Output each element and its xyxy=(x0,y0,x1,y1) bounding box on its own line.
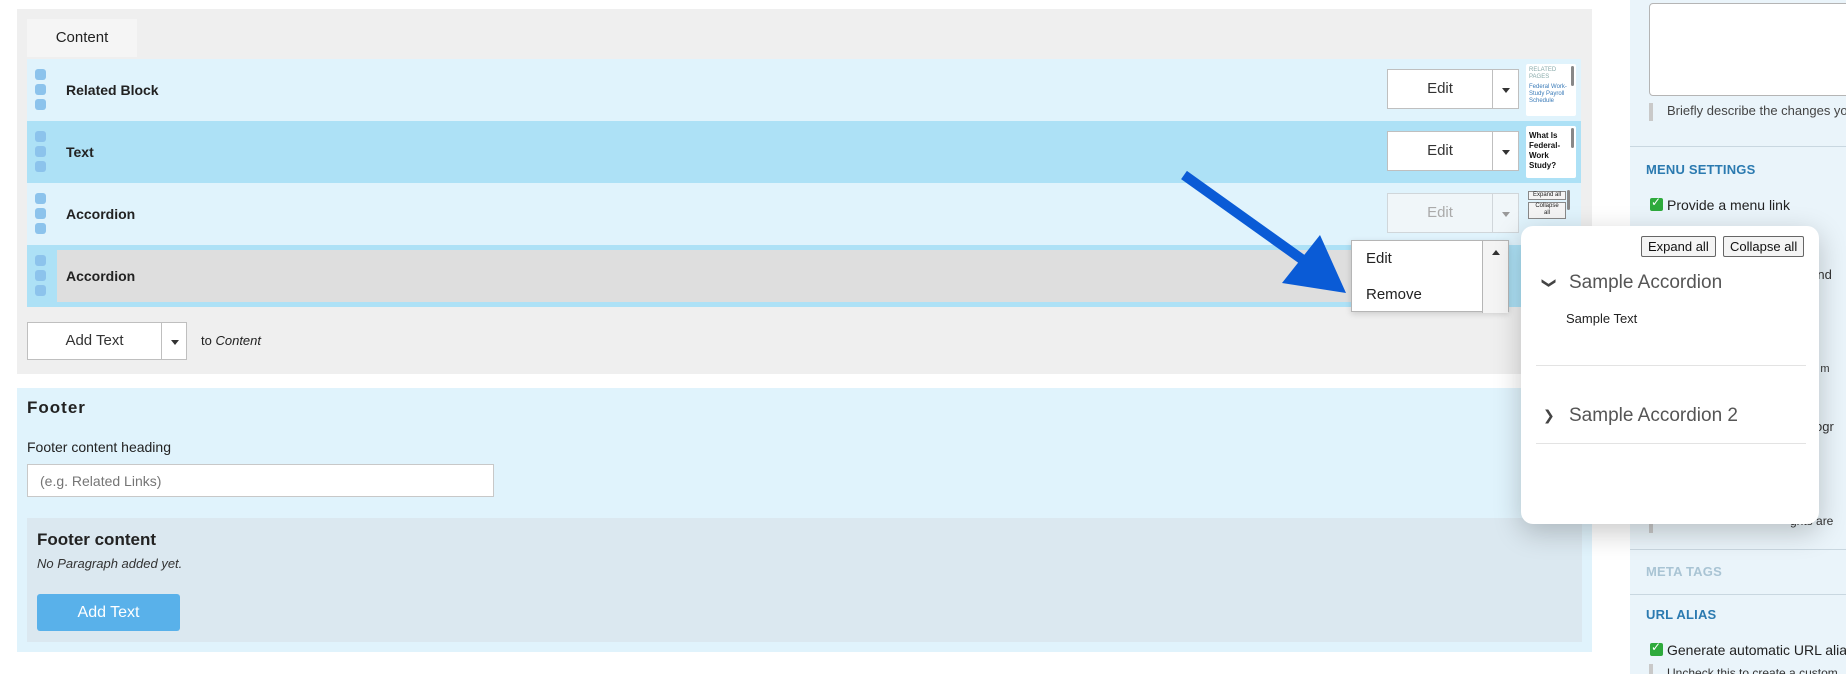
annotation-arrow-icon xyxy=(1181,170,1346,293)
paragraph-row-related-block: Related Block Edit RELATED PAGES Federal… xyxy=(27,59,1581,121)
chevron-up-icon[interactable] xyxy=(1482,241,1508,313)
thumb-collapse-button: Collapse all xyxy=(1528,202,1566,219)
help-bar xyxy=(1649,515,1653,533)
expand-all-button[interactable]: Expand all xyxy=(1641,236,1716,257)
footer-add-text-button[interactable]: Add Text xyxy=(37,594,180,631)
alias-help-text: Uncheck this to create a custom xyxy=(1649,664,1838,674)
url-alias-heading[interactable]: URL ALIAS xyxy=(1646,607,1717,622)
thumb-text: Federal Work- xyxy=(1529,84,1567,90)
divider xyxy=(1630,594,1846,595)
divider xyxy=(1630,549,1846,550)
drag-handle-icon[interactable] xyxy=(35,255,47,297)
thumb-scrollbar xyxy=(1571,128,1574,148)
drag-handle-icon[interactable] xyxy=(35,69,47,111)
thumb-expand-button: Expand all xyxy=(1528,191,1566,200)
provide-menu-link-checkbox[interactable]: Provide a menu link xyxy=(1650,195,1790,213)
edit-dropdown: Edit xyxy=(1387,193,1519,233)
revision-help-text: Briefly describe the changes you xyxy=(1649,103,1846,121)
row-highlight xyxy=(57,250,1387,302)
paragraph-row-accordion: Accordion Edit Expand all Collapse all xyxy=(27,183,1581,245)
thumb-text: all xyxy=(1543,210,1550,216)
thumb-text: Collapse xyxy=(1535,203,1559,209)
footer-content-box: Footer content No Paragraph added yet. A… xyxy=(27,518,1582,642)
add-text-button[interactable]: Add Text xyxy=(27,322,162,360)
paragraph-type-label: Text xyxy=(66,144,94,160)
checkbox-label: Provide a menu link xyxy=(1667,197,1790,213)
chevron-down-icon[interactable]: ❯ xyxy=(1540,277,1557,289)
drag-handle-icon[interactable] xyxy=(35,131,47,173)
add-target-label: to Content xyxy=(201,322,261,360)
edit-dropdown-menu: Edit Remove xyxy=(1351,240,1509,313)
edit-button[interactable]: Edit xyxy=(1387,131,1493,171)
thumb-text: Federal- xyxy=(1529,141,1561,150)
accordion-item-title[interactable]: Sample Accordion xyxy=(1569,272,1723,293)
menu-settings-heading[interactable]: MENU SETTINGS xyxy=(1646,162,1756,177)
preview-thumbnail-related: RELATED PAGES Federal Work- Study Payrol… xyxy=(1526,64,1576,116)
divider xyxy=(1536,443,1806,444)
thumb-text: What Is xyxy=(1529,131,1558,140)
footer-content-title: Footer content xyxy=(37,530,156,549)
checkbox-label: Generate automatic URL alia xyxy=(1667,642,1846,658)
divider xyxy=(1536,365,1806,366)
preview-thumbnail-text: What Is Federal- Work Study? xyxy=(1526,126,1576,178)
edit-button[interactable]: Edit xyxy=(1387,193,1493,233)
drag-handle-icon[interactable] xyxy=(35,193,47,235)
accordion-preview-popup: Expand all Collapse all ❯ Sample Accordi… xyxy=(1521,226,1819,524)
tab-content[interactable]: Content xyxy=(27,19,137,57)
footer-section: Footer Footer content heading Footer con… xyxy=(17,388,1592,652)
collapse-all-button[interactable]: Collapse all xyxy=(1723,236,1805,257)
thumb-text: Study Payroll xyxy=(1529,91,1565,97)
thumb-text: Study? xyxy=(1529,161,1557,170)
menu-item-edit[interactable]: Edit xyxy=(1366,250,1392,267)
footer-title: Footer xyxy=(27,398,86,417)
accordion-item-title[interactable]: Sample Accordion 2 xyxy=(1569,405,1738,426)
footer-empty-message: No Paragraph added yet. xyxy=(37,556,183,571)
paragraph-type-label: Accordion xyxy=(66,268,136,284)
checkbox-checked-icon[interactable] xyxy=(1650,640,1663,656)
thumb-text: RELATED xyxy=(1529,67,1557,73)
checkbox-checked-icon[interactable] xyxy=(1650,195,1663,211)
meta-tags-heading[interactable]: META TAGS xyxy=(1646,564,1722,579)
footer-heading-label: Footer content heading xyxy=(27,439,171,455)
thumb-text: Work xyxy=(1529,151,1549,160)
accordion-item-body: Sample Text xyxy=(1566,311,1638,326)
paragraph-type-label: Related Block xyxy=(66,82,159,98)
generate-url-alias-checkbox[interactable]: Generate automatic URL alia xyxy=(1650,640,1846,658)
chevron-down-icon[interactable] xyxy=(161,322,187,360)
preview-thumbnail-accordion: Expand all Collapse all xyxy=(1526,188,1576,240)
add-to-prefix: to xyxy=(201,333,212,348)
chevron-down-icon[interactable] xyxy=(1492,193,1519,233)
thumb-scrollbar xyxy=(1571,66,1574,86)
thumb-scrollbar xyxy=(1567,190,1570,210)
chevron-down-icon[interactable] xyxy=(1492,69,1519,109)
thumb-text: Schedule xyxy=(1529,98,1555,104)
revision-log-textarea[interactable] xyxy=(1649,3,1846,96)
add-to-target: Content xyxy=(215,333,262,348)
paragraph-row-text: Text Edit What Is Federal- Work Study? xyxy=(27,121,1581,183)
paragraph-type-label: Accordion xyxy=(66,206,136,222)
edit-dropdown: Edit xyxy=(1387,69,1519,109)
edit-button[interactable]: Edit xyxy=(1387,69,1493,109)
edit-dropdown: Edit xyxy=(1387,131,1519,171)
divider xyxy=(1630,146,1846,147)
chevron-down-icon[interactable] xyxy=(1492,131,1519,171)
menu-item-remove[interactable]: Remove xyxy=(1366,286,1422,303)
footer-heading-input[interactable] xyxy=(27,464,494,497)
chevron-right-icon[interactable]: ❯ xyxy=(1543,408,1555,424)
thumb-text: PAGES xyxy=(1529,74,1550,80)
